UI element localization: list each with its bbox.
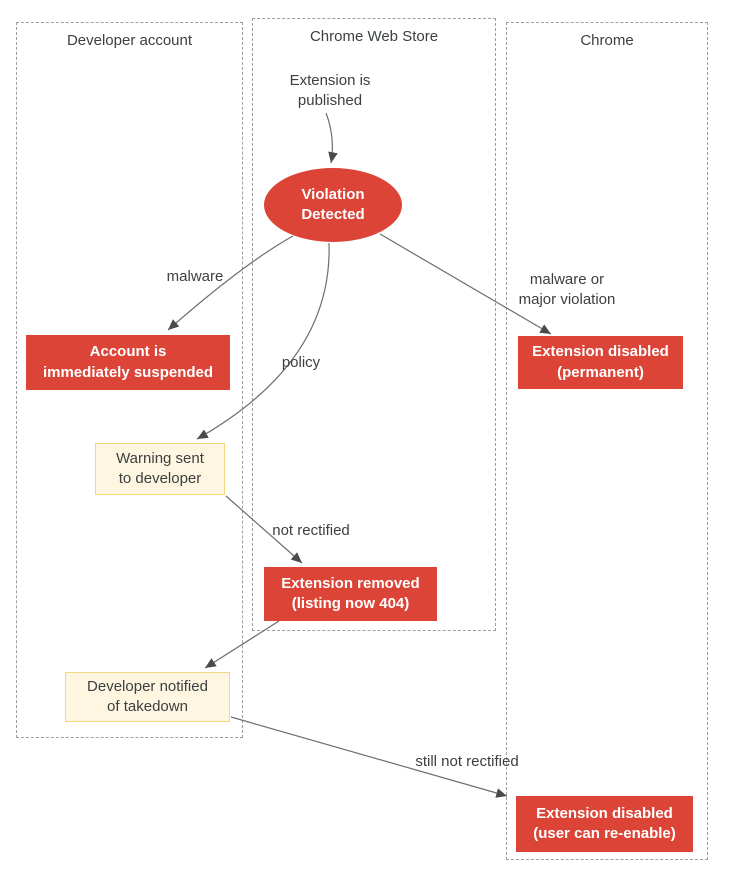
lane-title-chrome: Chrome xyxy=(580,32,634,49)
edge-label-still-not-rectified: still not rectified xyxy=(415,752,519,770)
lane-chrome: Chrome xyxy=(506,22,708,860)
edge-label-not-rectified: not rectified xyxy=(272,521,350,539)
lane-title-developer-account: Developer account xyxy=(66,32,193,49)
edge-label-malware-or-major-violation: malware or major violation xyxy=(518,270,616,308)
node-developer-notified: Developer notified of takedown xyxy=(65,672,230,722)
node-extension-removed: Extension removed (listing now 404) xyxy=(264,567,437,621)
lane-title-chrome-web-store: Chrome Web Store xyxy=(309,28,439,45)
node-warning-sent: Warning sent to developer xyxy=(95,443,225,495)
node-extension-disabled-reenable: Extension disabled (user can re-enable) xyxy=(516,796,693,852)
edge-label-policy: policy xyxy=(281,353,321,371)
node-account-suspended: Account is immediately suspended xyxy=(26,335,230,390)
node-extension-disabled-permanent: Extension disabled (permanent) xyxy=(518,336,683,389)
start-label-extension-published: Extension is published xyxy=(289,71,371,109)
edge-label-malware: malware xyxy=(166,267,224,285)
node-violation-detected: Violation Detected xyxy=(264,168,402,242)
